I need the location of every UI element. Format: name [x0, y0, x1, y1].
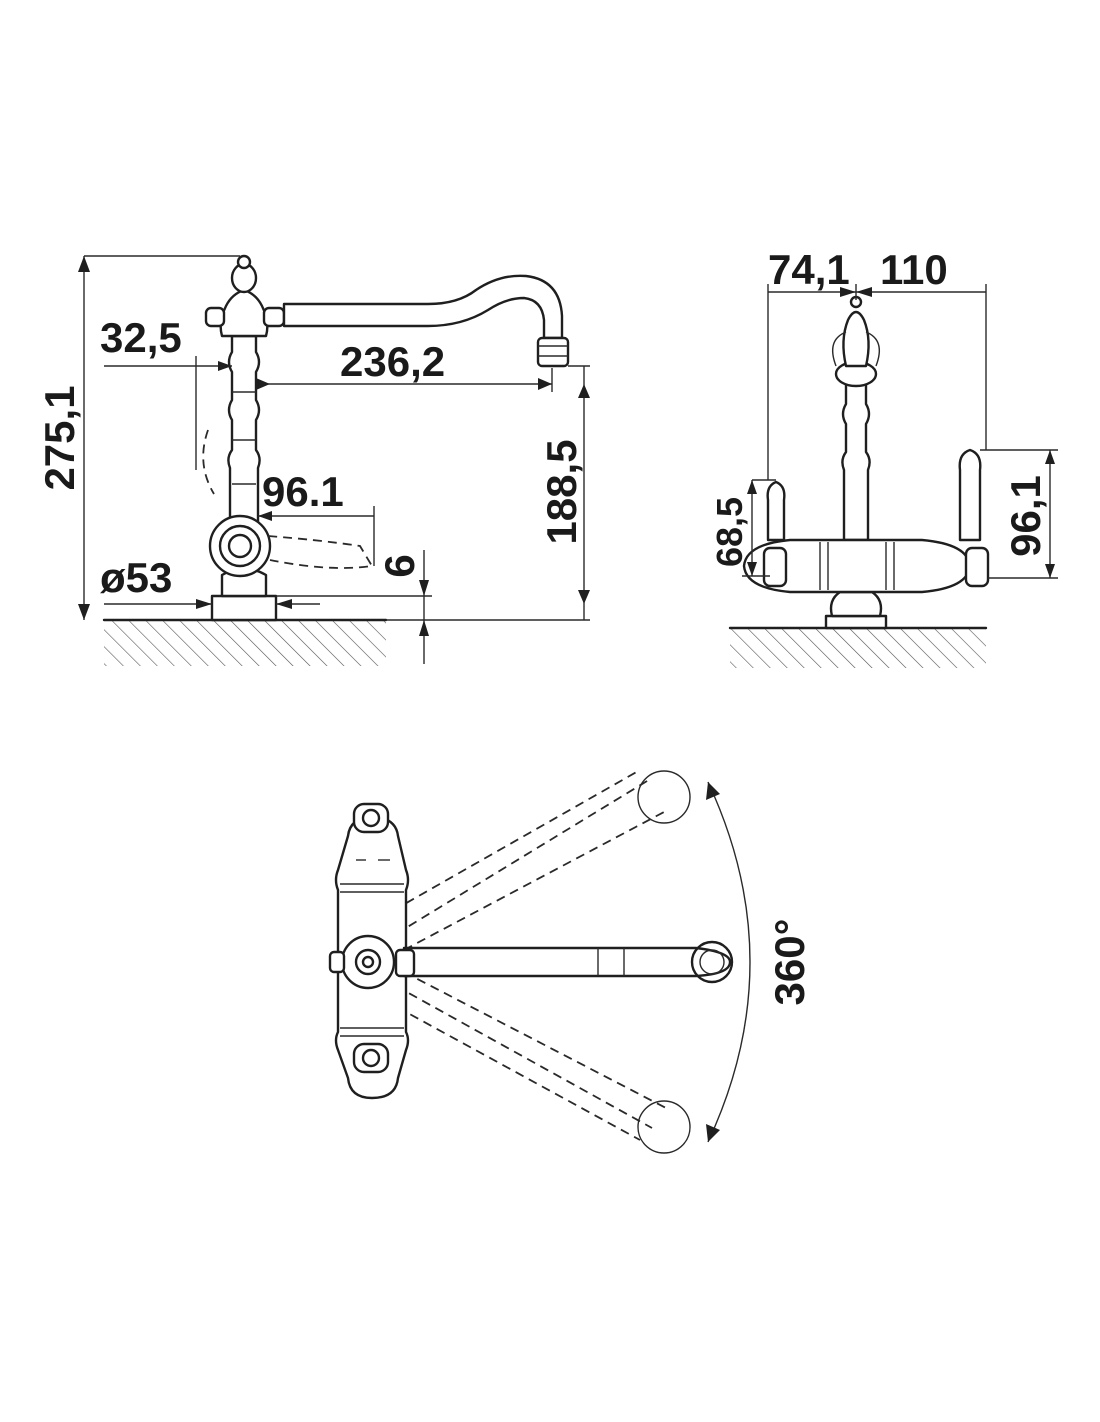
side-right-cap	[262, 306, 286, 328]
dim-front-left-width: 74,1	[768, 246, 850, 293]
front-right-handle	[958, 448, 982, 542]
dim-spout-height: 188,5	[538, 439, 585, 544]
top-rotation-arc	[707, 781, 751, 1143]
dim-spout-reach: 236,2	[340, 338, 445, 385]
top-view: 360°	[328, 769, 813, 1154]
side-handle-dashed	[267, 535, 374, 569]
dim-base-thickness: 6	[376, 554, 423, 577]
dim-front-right-height: 96,1	[1002, 475, 1049, 557]
front-left-handle	[766, 480, 786, 542]
dim-front-left-height: 68,5	[709, 497, 750, 567]
dim-height-total: 275,1	[36, 385, 83, 490]
dim-front-right-width: 110	[880, 246, 948, 293]
side-base	[210, 594, 278, 622]
front-body	[742, 538, 972, 594]
top-spout	[402, 946, 732, 978]
dim-rotation: 360°	[766, 919, 813, 1006]
side-spout	[282, 274, 564, 340]
dim-spout-offset: 32,5	[100, 314, 182, 361]
front-column	[841, 382, 871, 542]
top-swing-lower-end	[637, 1100, 691, 1154]
side-view: 275,1 32,5 236,2 188,5 96.1 6	[36, 254, 590, 666]
side-head	[219, 288, 269, 338]
front-top-finial	[842, 310, 870, 368]
side-left-cap	[204, 306, 226, 328]
dim-base-diameter: ø53	[100, 554, 172, 601]
top-aerator	[690, 940, 734, 984]
side-counter-hatch	[104, 620, 386, 666]
front-view: 74,1 110 68,5 96,1	[709, 246, 1058, 668]
side-aerator	[536, 336, 570, 368]
dim-handle-reach: 96.1	[262, 468, 344, 515]
top-swing-upper-end	[637, 770, 691, 824]
top-swing-lower-dashed	[395, 985, 653, 1129]
top-swing-upper-dashed	[395, 777, 653, 935]
front-counter-hatch	[730, 628, 986, 668]
